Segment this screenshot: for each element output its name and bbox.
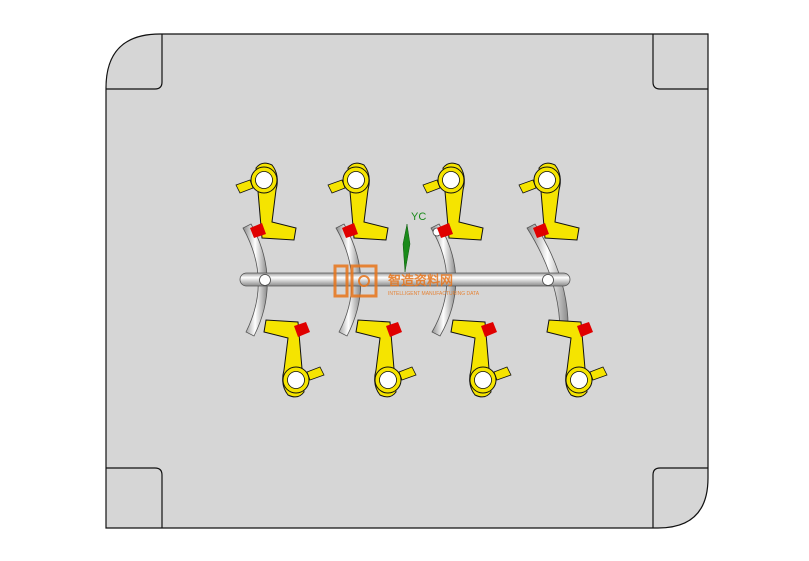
corner-pocket-bottom-right [652, 467, 708, 528]
part [355, 319, 417, 398]
part [546, 319, 608, 398]
part [450, 319, 512, 398]
parts-bottom-row [263, 319, 608, 398]
axis-label-yc: YC [411, 211, 426, 223]
watermark-text-cn: 智造资料网 [388, 273, 453, 289]
part [518, 162, 580, 241]
sub-runner [335, 223, 362, 337]
corner-pocket-top-right [652, 34, 708, 90]
watermark-logo-icon: 智造资料网 INTELLIGENT MANUFACTURING DATA [333, 264, 480, 298]
sub-runner [430, 223, 457, 337]
watermark-text-en: INTELLIGENT MANUFACTURING DATA [388, 291, 480, 297]
sub-runner [242, 223, 268, 337]
runner-junction [542, 274, 554, 286]
part [422, 162, 484, 241]
corner-pocket-top-left [106, 34, 163, 90]
main-runner [239, 272, 571, 287]
parts-top-row [235, 162, 580, 241]
part [235, 162, 297, 241]
part [327, 162, 389, 241]
axis-triad-icon: YC [402, 211, 426, 273]
corner-pocket-bottom-left [106, 467, 163, 528]
corner-pocket-icon [106, 34, 708, 528]
runner-junction [259, 274, 271, 286]
part [263, 319, 325, 398]
